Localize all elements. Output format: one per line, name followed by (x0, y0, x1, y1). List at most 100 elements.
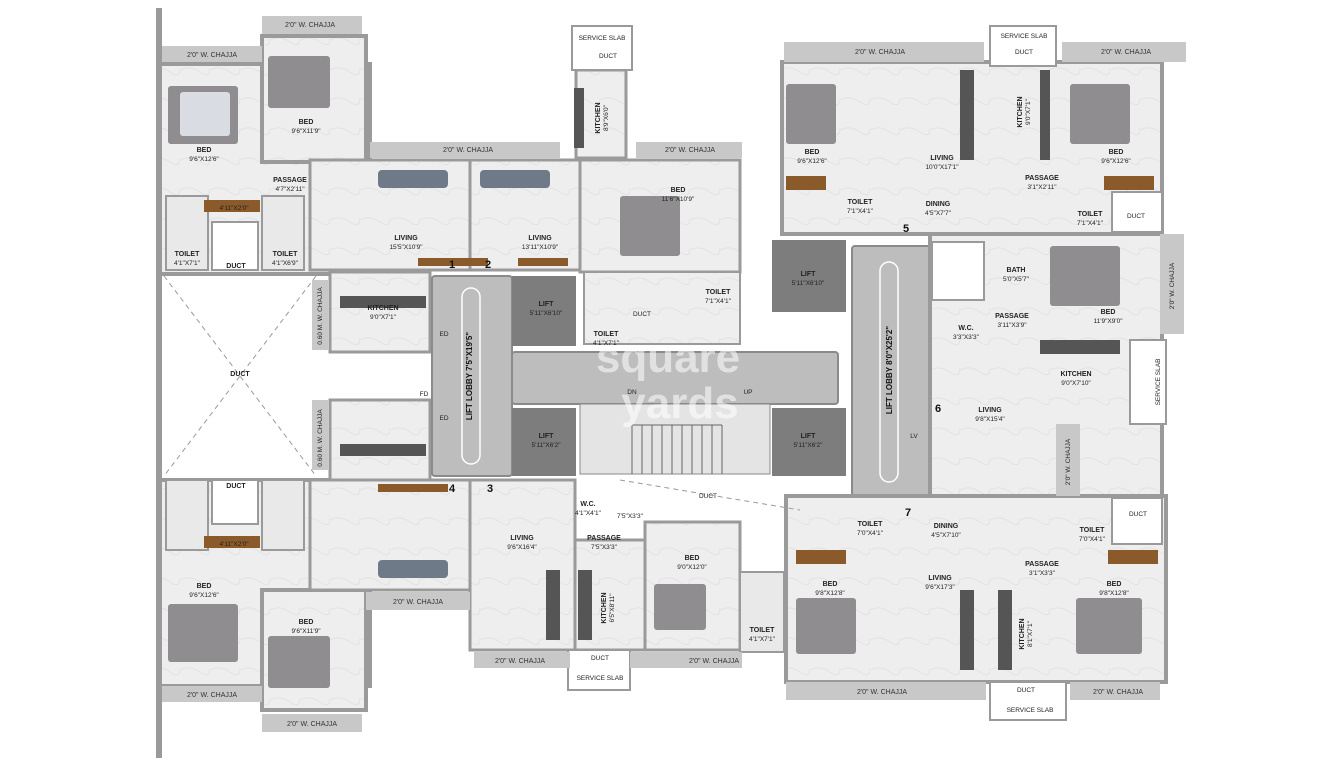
chajja-label-7: 2'0" W. CHAJJA (187, 692, 237, 699)
chajja-label-13: 2'0" W. CHAJJA (1093, 689, 1143, 696)
misc-dim-2: 4'11"X2'0" (219, 541, 249, 548)
duct-right (931, 241, 985, 301)
room-name-18: PASSAGE (587, 535, 621, 542)
room-dim-7: 9'0"X7'1" (370, 314, 397, 321)
room-name-14: LIFT (539, 433, 554, 440)
room-name-17: LIVING (510, 535, 534, 542)
lobby-right-track (879, 261, 899, 483)
room-dim-42: 9'8"X12'8" (815, 590, 845, 597)
chajja-label-6: 2'0" W. CHAJJA (1101, 49, 1151, 56)
chajja-label-4: 2'0" W. CHAJJA (665, 147, 715, 154)
room-dim-18: 7'5"X3'3" (591, 544, 618, 551)
service-slab-right-label: SERVICE SLAB (1155, 359, 1162, 406)
room-dim-23: 9'6"X12'6" (797, 158, 827, 165)
misc-dims: 4'11"X2'0"4'11"X2'0"7'5"X3'3" (219, 205, 643, 548)
chajja-right-vert-1: 2'0" W. CHAJJA (1169, 262, 1176, 309)
room-dim-2: 9'6"X11'9" (291, 128, 321, 135)
room-name-9: KITCHEN (595, 102, 602, 133)
room-dim-1: 9'6"X12'6" (189, 156, 219, 163)
room-dim-45: 8'1"X7'1" (1027, 620, 1034, 647)
kitchen-unit-2 (574, 68, 628, 160)
room-name-21: KITCHEN (601, 592, 608, 623)
toilet-unit-3 (739, 571, 785, 653)
room-dim-30: 7'1"X4'1" (1077, 220, 1104, 227)
chajja-label-10: 2'0" W. CHAJJA (495, 658, 545, 665)
stair-dn-label: DN (627, 389, 637, 396)
lift-2 (512, 408, 576, 476)
stair-treads (631, 424, 723, 474)
room-dim-32: 5'0"X5'7" (1003, 276, 1030, 283)
misc-dim-3: 7'5"X3'3" (617, 513, 644, 520)
service-slab-label-1: SERVICE SLAB (579, 35, 626, 42)
room-name-42: BED (823, 581, 838, 588)
room-dim-31: 5'11"X6'10" (792, 280, 825, 287)
duct-label-2: DUCT (226, 483, 246, 490)
room-dim-20: 9'0"X12'0" (677, 564, 707, 571)
room-name-32: BATH (1007, 267, 1026, 274)
duct-right-bottom (1111, 497, 1163, 545)
room-name-36: KITCHEN (1060, 371, 1091, 378)
duct-label-large: DUCT (230, 371, 250, 378)
room-name-22: TOILET (750, 627, 775, 634)
room-dim-16: 9'6"X11'9" (291, 628, 321, 635)
room-dim-10: 11'6"X10'9" (662, 196, 695, 203)
room-name-16: BED (299, 619, 314, 626)
service-slab-label-4: SERVICE SLAB (1007, 707, 1054, 714)
room-name-28: TOILET (848, 199, 873, 206)
room-name-23: BED (805, 149, 820, 156)
room-name-25: KITCHEN (1017, 96, 1024, 127)
chajja-label-2: 2'0" W. CHAJJA (285, 22, 335, 29)
chajja-label-11: 2'0" W. CHAJJA (689, 658, 739, 665)
room-dim-17: 9'6"X16'4" (507, 544, 537, 551)
chajja-right-vert-2: 2'0" W. CHAJJA (1065, 438, 1072, 485)
toilet-l4 (261, 479, 305, 551)
lobby-left-track (461, 287, 481, 465)
room-dim-27: 3'1"X2'11" (1027, 184, 1057, 191)
room-name-45: KITCHEN (1019, 618, 1026, 649)
unit-number-5: 5 (903, 223, 909, 235)
duct-l1 (211, 221, 259, 271)
room-dim-8: 13'11"X10'9" (522, 244, 559, 251)
room-dim-3: 4'7"X2'11" (275, 186, 305, 193)
room-dim-34: 3'3"X3'3" (953, 334, 980, 341)
unit-number-7: 7 (905, 507, 911, 519)
duct-label-9: DUCT (591, 655, 609, 662)
room-dim-26: 9'6"X12'6" (1101, 158, 1131, 165)
service-slab-bottom-right (989, 681, 1067, 721)
room-name-20: BED (685, 555, 700, 562)
stair-up-label: UP (743, 389, 752, 396)
room-name-10: BED (671, 187, 686, 194)
duct-label-4: DUCT (633, 311, 651, 318)
room-dim-37: 9'8"X15'4" (975, 416, 1005, 423)
room-name-43: LIVING (928, 575, 952, 582)
room-dim-29: 4'5"X7'7" (925, 210, 952, 217)
m-chajja-label-1: 0.60 M. W. CHAJJA (317, 287, 324, 345)
room-dim-21: 6'5"X8'11" (609, 593, 616, 623)
room-dim-35: 3'11"X3'9" (997, 322, 1027, 329)
room-dim-24: 10'0"X17'1" (925, 164, 959, 171)
room-name-6: LIVING (394, 235, 418, 242)
room-name-38: LIFT (801, 433, 816, 440)
furniture (168, 56, 1158, 688)
unit-number-1: 1 (449, 259, 455, 271)
room-name-46: BED (1107, 581, 1122, 588)
room-dim-43: 9'6"X17'3" (925, 584, 955, 591)
room-name-30: TOILET (1078, 211, 1103, 218)
room-dim-4: 4'1"X7'1" (174, 260, 201, 267)
chajja-bars (162, 16, 1186, 732)
chajja-label-3: 2'0" W. CHAJJA (443, 147, 493, 154)
room-dim-22: 4'1"X7'1" (749, 636, 776, 643)
room-name-1: BED (197, 147, 212, 154)
toilet-l1 (165, 195, 209, 271)
room-dim-39: 7'0"X4'1" (857, 530, 884, 537)
door-code-fd: FD (420, 391, 429, 398)
unit-number-4: 4 (449, 483, 456, 495)
duct-right-top (1111, 191, 1163, 233)
kitchen-unit-1 (328, 270, 432, 354)
room-labels: BED 9'6"X12'6" BED 9'6"X11'9" PASSAGE 4'7"X2'… (174, 96, 1131, 649)
service-slab-label-2: SERVICE SLAB (1001, 33, 1048, 40)
room-dim-5: 4'1"X6'9" (272, 260, 299, 267)
chajja-label-8: 2'0" W. CHAJJA (287, 721, 337, 728)
